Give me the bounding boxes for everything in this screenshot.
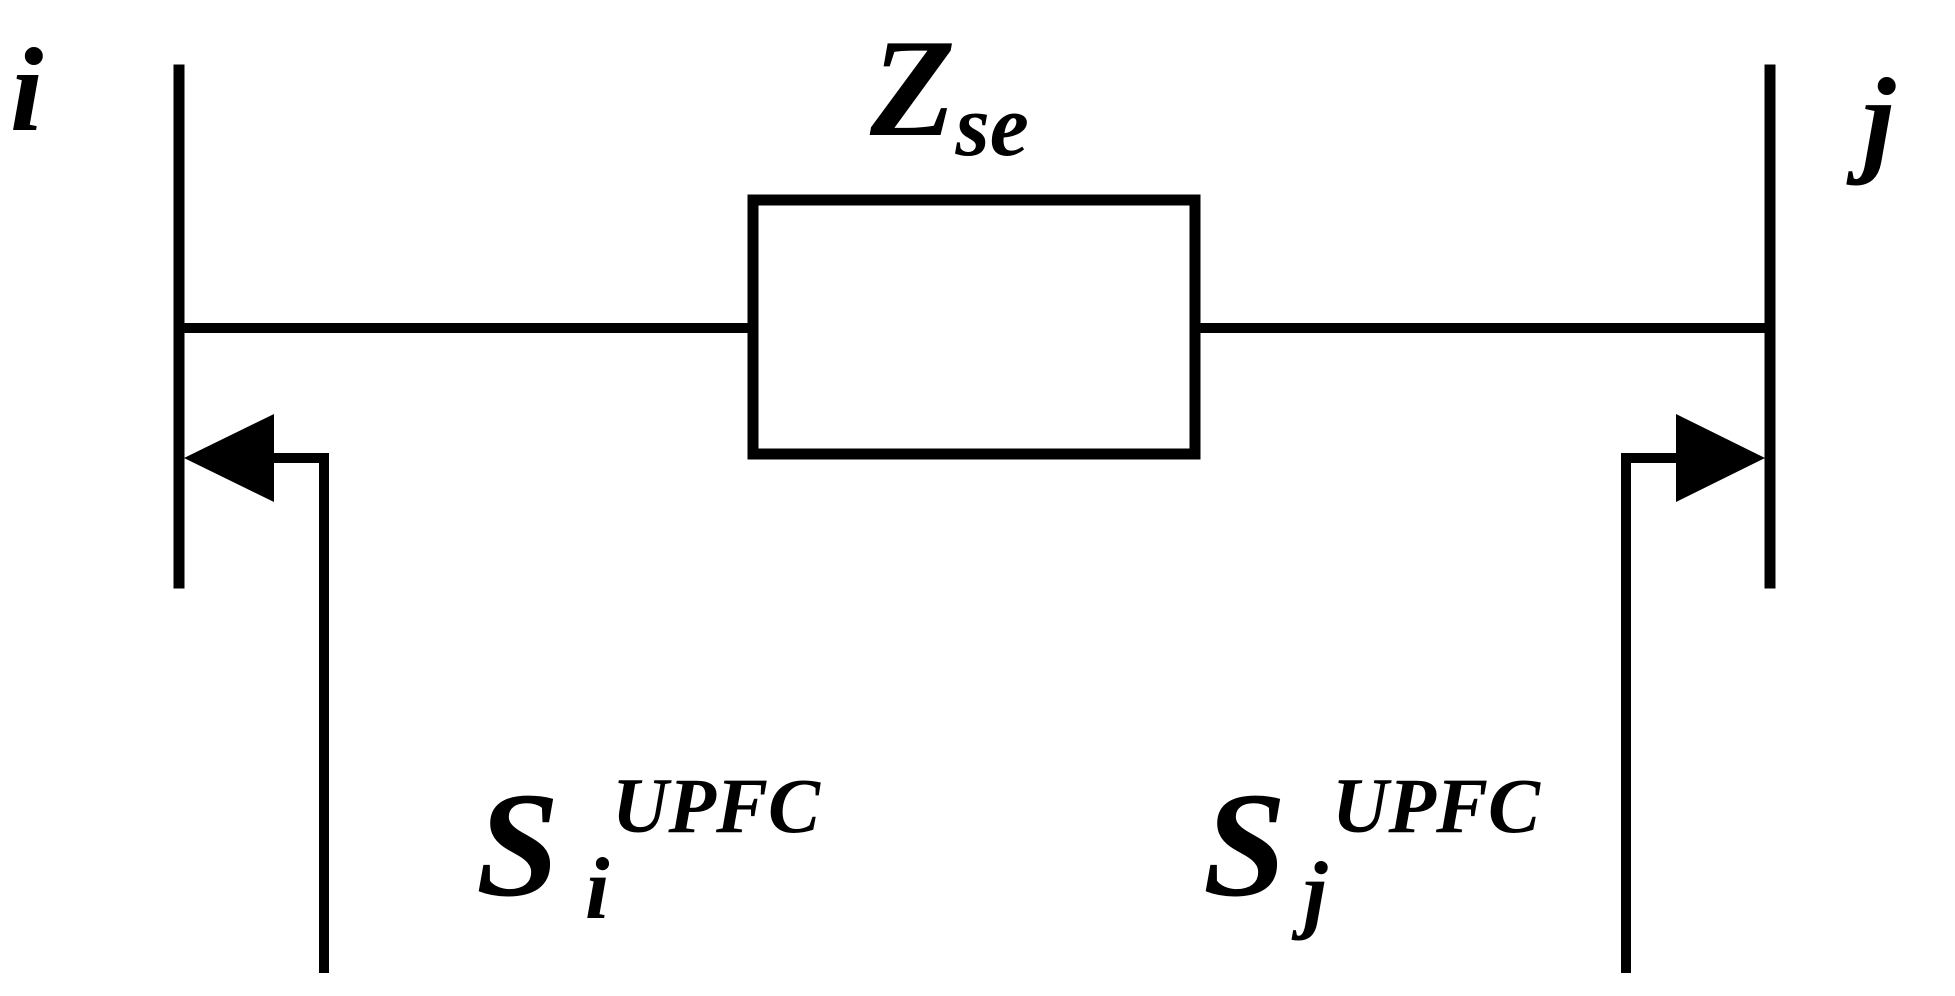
injection-arrow-j-line [1621,453,1681,973]
injection-j-symbol: S [1203,762,1286,928]
impedance-subscript: se [955,78,1029,175]
injection-arrow-i-head [184,414,274,502]
injection-i-symbol: S [476,762,559,928]
impedance-symbol: Z [869,11,956,166]
injection-arrow-i-line [269,453,329,973]
injection-arrow-j-head [1676,414,1765,502]
injection-j-superscript: UPFC [1332,762,1541,849]
injection-i-subscript: i [585,841,610,938]
injection-j-label: S [1203,762,1286,928]
impedance-label: Zse [869,11,1029,175]
series-impedance-box [747,194,1201,460]
injection-i-label: S [476,762,559,928]
bus-j-label: j [1846,53,1896,186]
injection-j-subscript: j [1291,845,1328,942]
bus-i-label: i [10,23,43,156]
injection-i-superscript: UPFC [612,762,821,849]
